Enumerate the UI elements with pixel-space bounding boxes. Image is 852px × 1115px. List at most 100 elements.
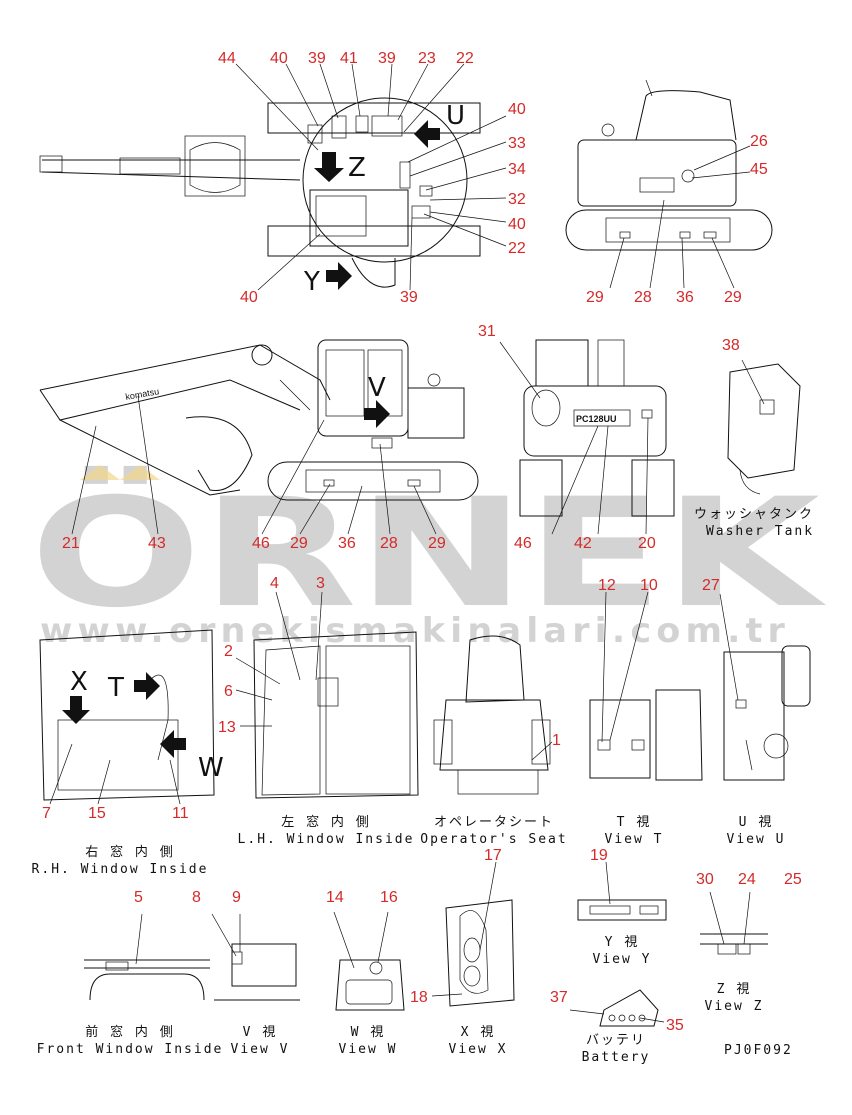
top-decal: [411, 205, 431, 219]
main-boom-pin: [251, 344, 273, 366]
lh-window-frame: [253, 631, 419, 799]
lh-handle: [317, 677, 339, 707]
view-arrow-y-icon: [326, 262, 352, 290]
main-engine-cover: [407, 387, 465, 439]
rear-cab: [535, 339, 589, 387]
part-number: 20: [638, 535, 656, 552]
part-number: 40: [240, 289, 258, 306]
view-v-panel: [231, 943, 297, 987]
side-track-frame: [605, 217, 731, 243]
view-t-decal: [597, 739, 611, 751]
caption-view-z-jp: Z 視: [717, 982, 752, 997]
rear-view: PC128UU: [499, 339, 675, 535]
watermark-accent: [80, 465, 120, 480]
part-number: 40: [270, 50, 288, 67]
front-window-decal: [105, 961, 129, 971]
top-track-upper: [267, 102, 481, 134]
part-number: 15: [88, 805, 106, 822]
view-arrow-v-icon: [364, 400, 390, 428]
main-track-frame: [305, 469, 441, 493]
view-x-control: [463, 965, 481, 987]
part-number: 40: [508, 216, 526, 233]
caption-view-v-jp: V 視: [243, 1025, 278, 1040]
view-marker-u: U: [446, 101, 465, 131]
part-number: 43: [148, 535, 166, 552]
caption-view-w-en: View W: [339, 1042, 398, 1057]
rear-track-left: [519, 459, 563, 517]
top-cab-window: [315, 195, 367, 237]
side-decal: [679, 231, 691, 239]
view-marker-x: X: [70, 667, 88, 697]
rh-console: [57, 719, 179, 791]
part-number: 41: [340, 50, 358, 67]
watermark-brand: ÖRNEK: [30, 465, 826, 641]
rear-model-text: PC128UU: [576, 414, 617, 424]
lh-glass: [325, 645, 411, 795]
view-t-drawing: [589, 591, 703, 781]
main-boom-lower: [39, 379, 301, 421]
caption-view-z-en: View Z: [705, 999, 764, 1014]
rh-window-drawing: X T W: [39, 629, 224, 805]
view-z-drawing: [700, 891, 768, 955]
part-number: 32: [508, 191, 526, 208]
watermark: ÖRNEK www.ornekismakinalari.com.tr: [30, 465, 826, 651]
part-number: 24: [738, 871, 756, 888]
rear-frame: [597, 339, 625, 387]
view-arrow-u-icon: [414, 120, 440, 148]
side-decal-circle: [681, 169, 695, 183]
part-number: 46: [514, 535, 532, 552]
top-cab: [309, 189, 409, 247]
part-number: 10: [640, 577, 658, 594]
part-number: 5: [134, 889, 143, 906]
part-number: 39: [308, 50, 326, 67]
part-number: 11: [172, 805, 189, 822]
part-number: 2: [224, 643, 233, 660]
top-track-lower: [267, 225, 481, 257]
part-number: 22: [456, 50, 474, 67]
part-number: 17: [484, 847, 502, 864]
view-w-drawing: [333, 911, 405, 1011]
view-t-side: [655, 689, 703, 781]
part-number: 35: [666, 1017, 684, 1034]
rh-window-frame: [39, 629, 215, 801]
view-x-drawing: [431, 861, 515, 1007]
view-marker-y: Y: [303, 267, 320, 297]
view-w-knob: [369, 961, 383, 975]
part-number: 1: [552, 732, 561, 749]
main-cab: [317, 339, 409, 437]
part-number: 6: [224, 683, 233, 700]
part-number: 45: [750, 161, 768, 178]
top-decal: [355, 115, 369, 133]
part-number: 33: [508, 135, 526, 152]
view-arrow-t-icon: [134, 672, 160, 700]
view-marker-w: W: [198, 753, 224, 783]
main-cap: [427, 373, 441, 387]
rear-track-right: [631, 459, 675, 517]
top-arm: [41, 171, 301, 181]
caption-washer-jp: ウォッシャタンク: [694, 507, 814, 522]
lh-window-drawing: [235, 591, 419, 799]
view-u-tank: [781, 645, 811, 707]
side-body: [577, 139, 737, 207]
top-boom-joint: [184, 135, 246, 197]
side-view-right: [565, 79, 773, 289]
main-cylinder: [279, 379, 311, 411]
side-view-main: V komatsu: [39, 339, 479, 535]
part-number: 29: [428, 535, 446, 552]
part-number: 40: [508, 101, 526, 118]
seat-left-console: [433, 719, 453, 765]
battery-body: [599, 989, 659, 1027]
part-number: 9: [232, 889, 241, 906]
side-track: [565, 209, 773, 251]
part-number: 46: [252, 535, 270, 552]
top-decal: [371, 115, 403, 137]
view-t-panel: [589, 699, 651, 779]
part-number: 18: [410, 989, 428, 1006]
main-cab-window: [325, 349, 365, 417]
part-number: 37: [550, 989, 568, 1006]
rear-body: [523, 385, 667, 457]
caption-seat-jp: オペレータシート: [434, 815, 554, 830]
part-number: 29: [586, 289, 604, 306]
view-arrow-w-icon: [160, 730, 186, 758]
caption-view-u-jp: U 視: [739, 815, 774, 830]
